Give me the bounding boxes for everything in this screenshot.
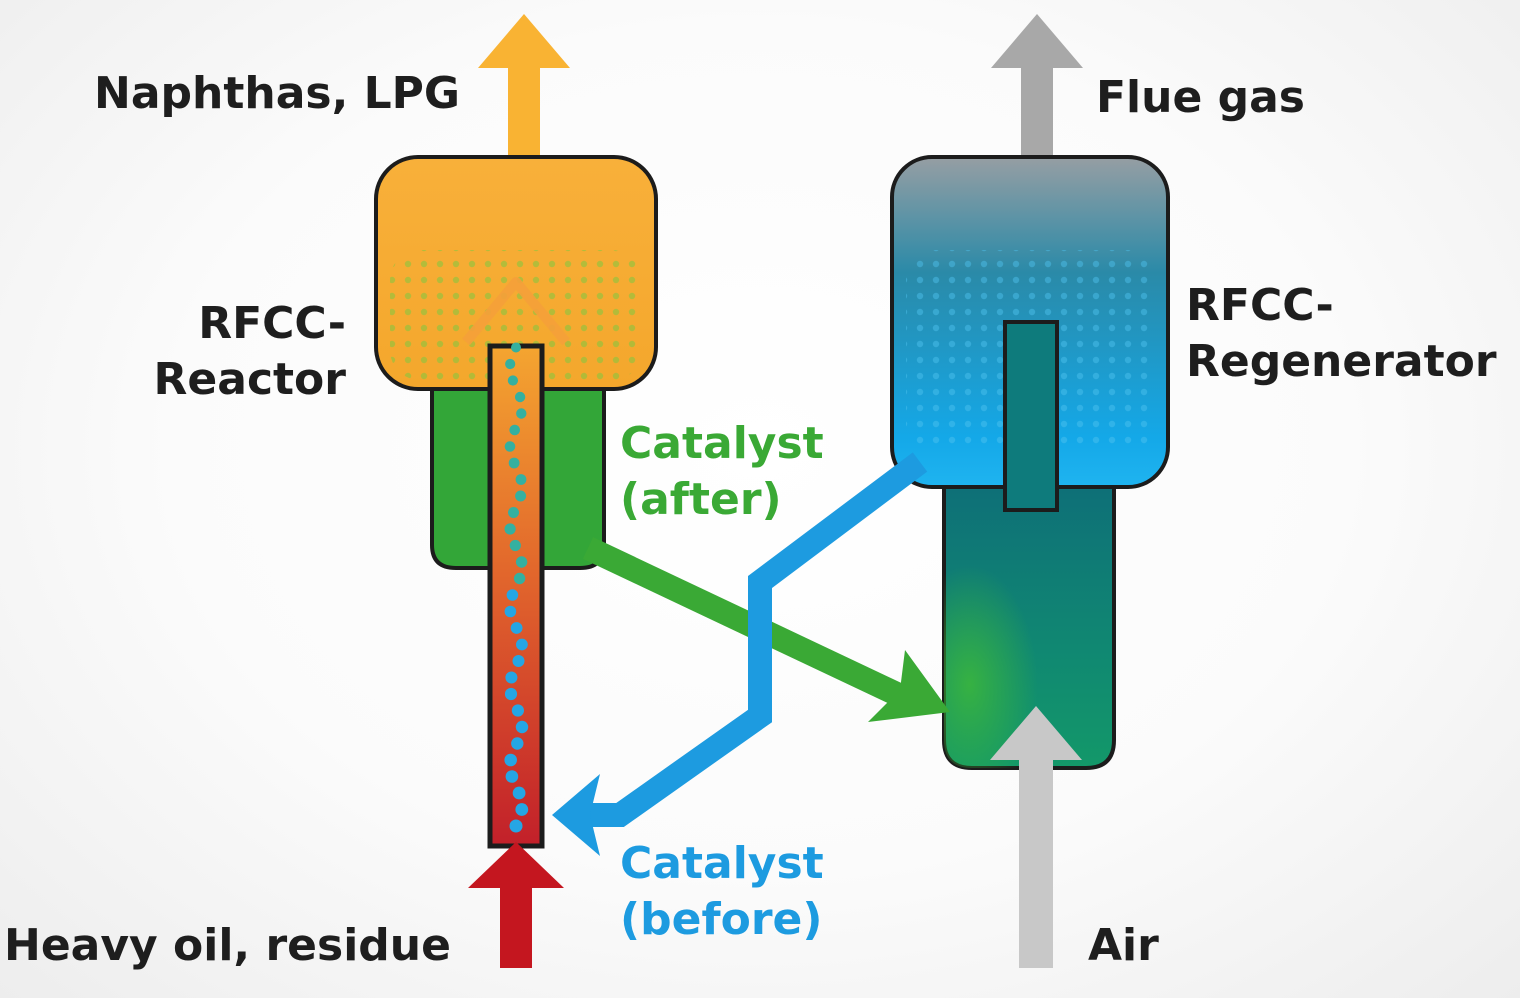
catalyst-particle [506,589,519,601]
catalyst-particle [514,391,526,403]
catalyst-particle [505,358,516,370]
reactor-riser-pipe [487,342,545,849]
naphthas-lpg-label: Naphthas, LPG [94,68,461,119]
catalyst-particle [504,753,517,767]
catalyst-particle [504,523,516,535]
regenerator-internal-pipe [1003,320,1059,512]
catalyst-before-arrow [552,452,928,856]
air-label: Air [1088,920,1159,971]
catalyst-particle [505,770,519,783]
catalyst-before-label: Catalyst (before) [620,838,824,945]
catalyst-particle [504,687,518,701]
catalyst-particle [515,490,527,502]
catalyst-particle [512,786,526,800]
catalyst-particle [515,556,528,568]
catalyst-particle [515,720,529,734]
flue-gas-label: Flue gas [1096,72,1305,123]
catalyst-particle [509,819,523,833]
riser-catalyst-particles [504,342,529,833]
heavy-oil-feed-arrow [468,842,564,968]
catalyst-particle [516,638,528,651]
catalyst-particle [509,424,520,436]
naphthas-outlet-arrow [478,14,570,170]
catalyst-particle [513,572,526,585]
heavy-oil-residue-label: Heavy oil, residue [4,920,451,971]
flue-gas-outlet-arrow [991,14,1083,172]
rfcc-reactor-label: RFCC- Reactor [153,298,346,405]
catalyst-after-arrow [582,537,950,722]
catalyst-particle [511,737,524,750]
catalyst-particle [510,622,523,634]
rfcc-regenerator-label: RFCC- Regenerator [1186,280,1497,387]
catalyst-particle [511,342,521,353]
catalyst-particle [505,671,518,684]
catalyst-particle [516,408,527,419]
air-inlet-arrow [990,706,1082,968]
riser-outlet-arrow [462,277,570,346]
catalyst-particle [508,507,519,518]
catalyst-particle [504,441,516,452]
catalyst-particle [508,457,520,469]
catalyst-particle [515,803,529,816]
catalyst-particle [507,375,518,386]
catalyst-particle [511,704,524,717]
catalyst-particle [509,539,521,552]
catalyst-after-label: Catalyst (after) [620,418,824,525]
catalyst-particle [504,605,517,618]
catalyst-particle [512,655,525,667]
catalyst-particle [515,474,527,485]
